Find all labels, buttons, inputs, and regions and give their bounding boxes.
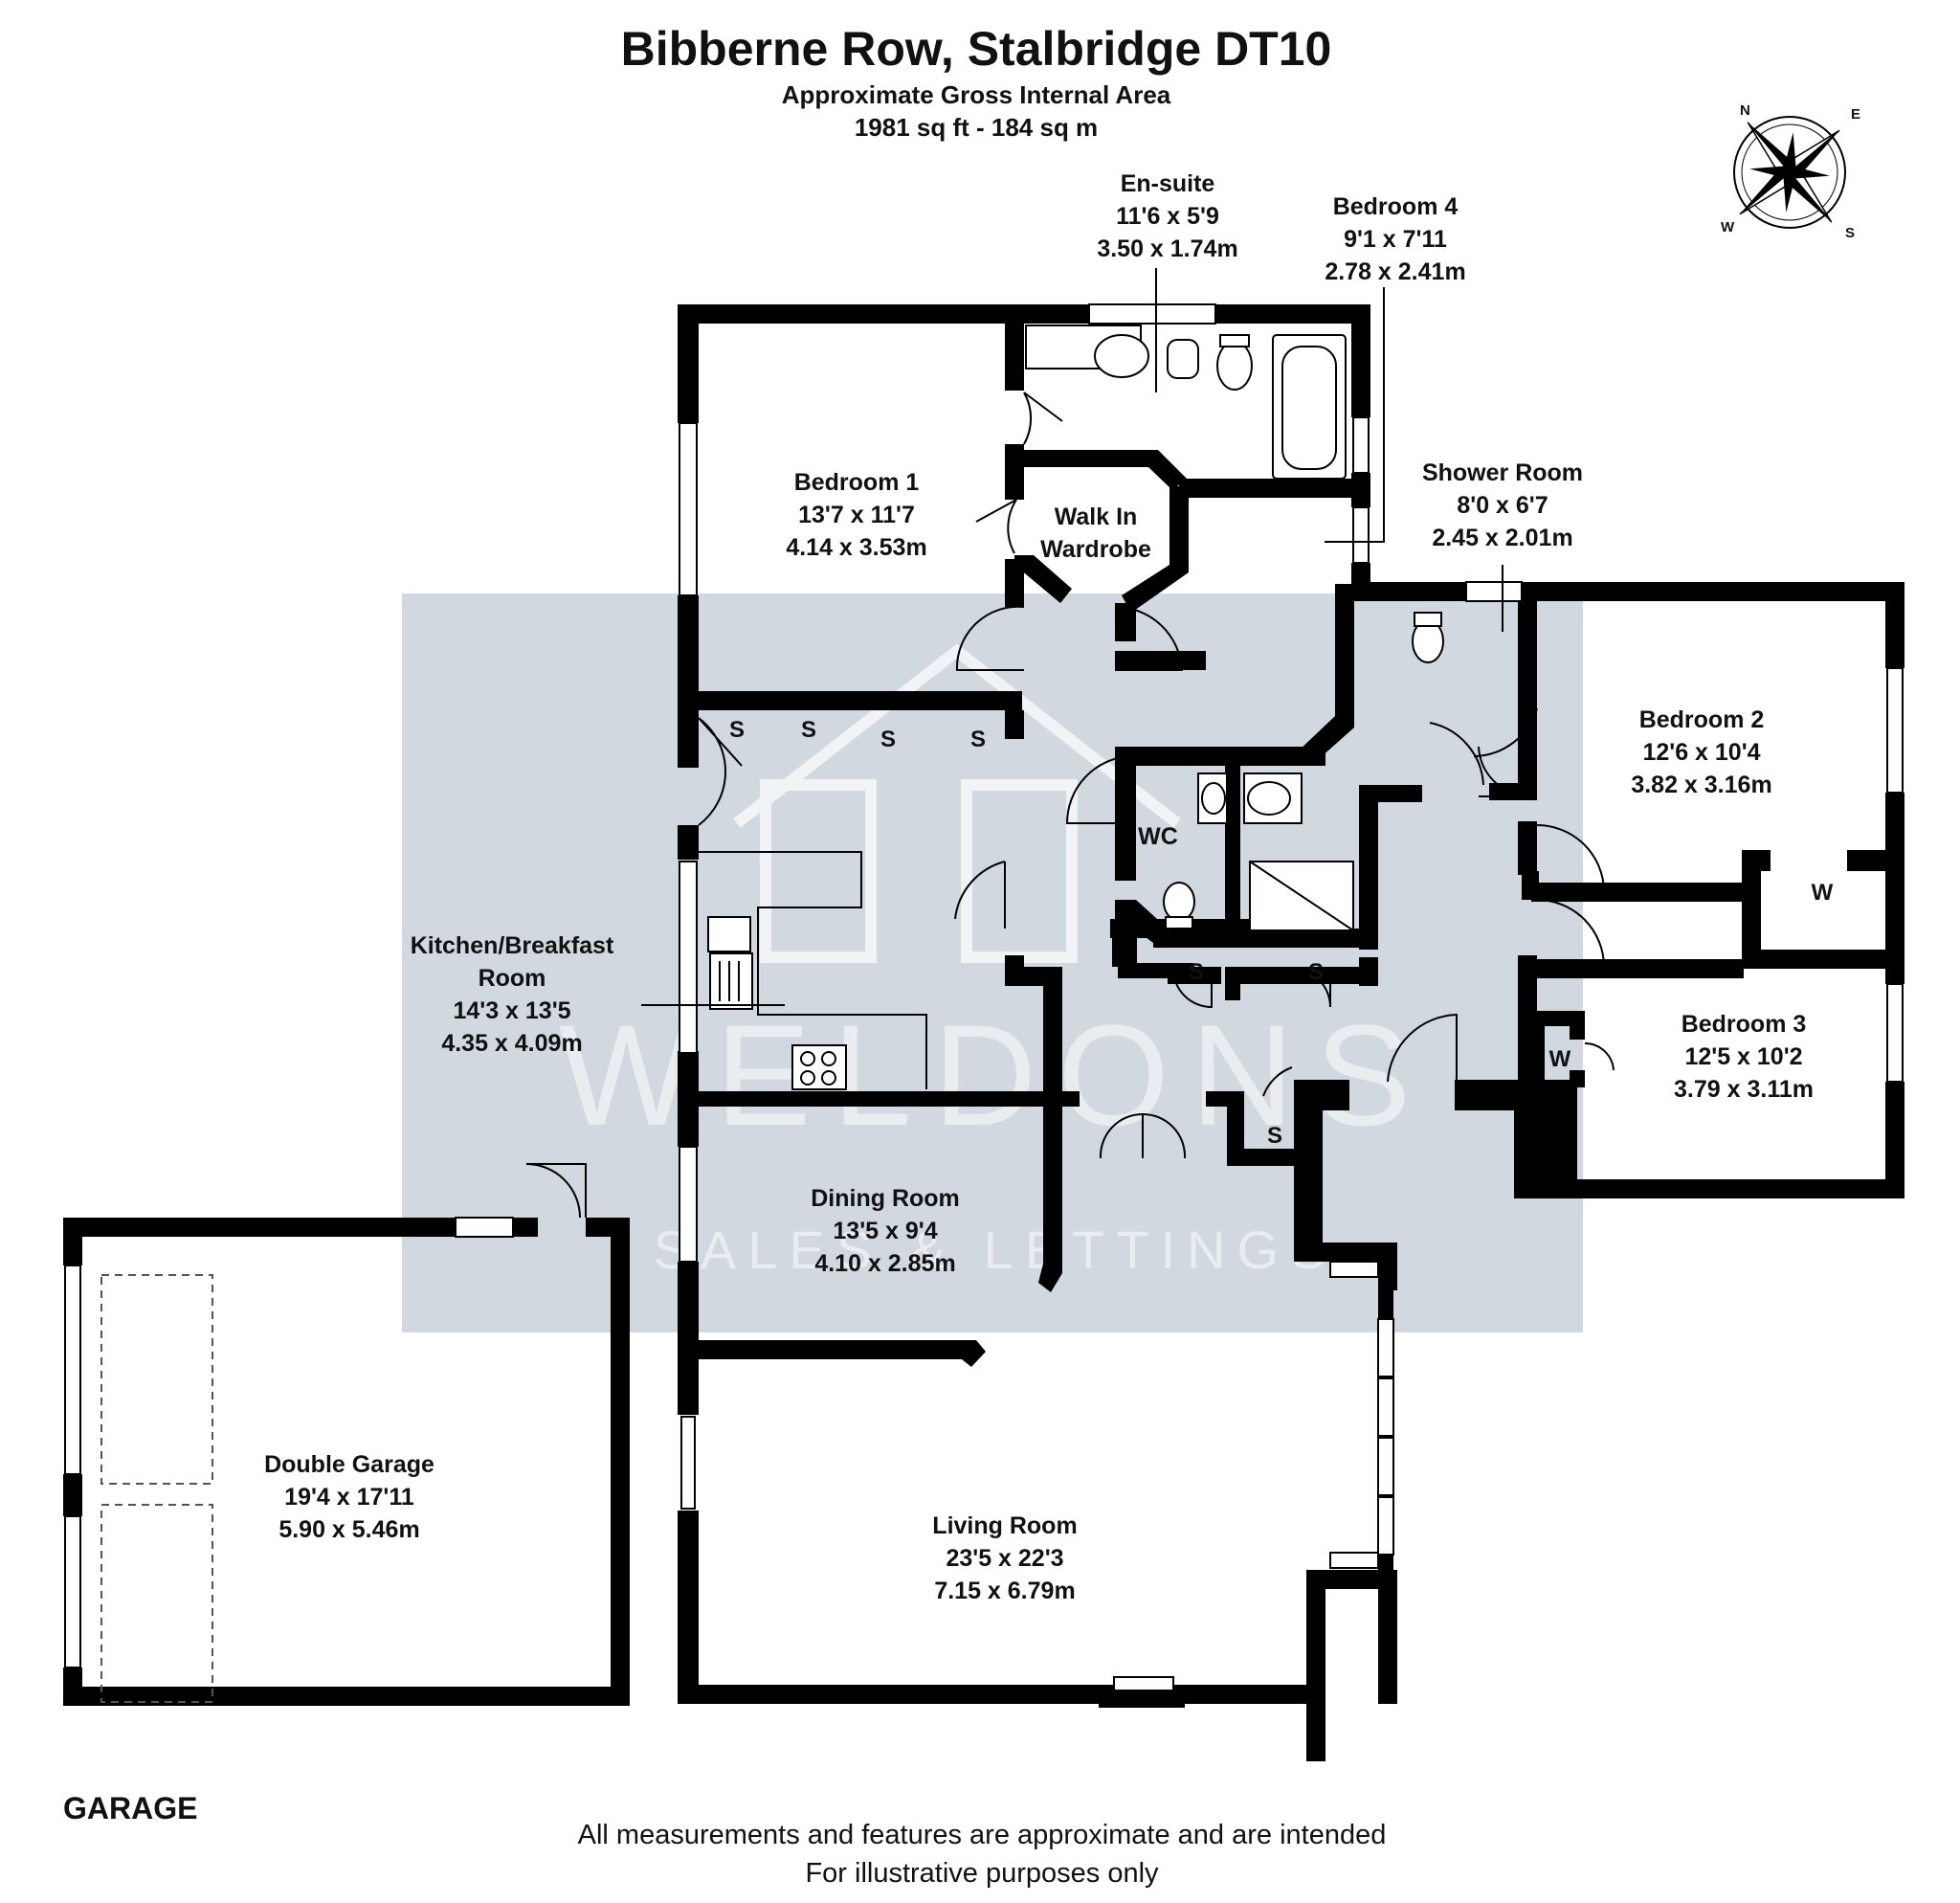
svg-text:4.35 x 4.09m: 4.35 x 4.09m: [441, 1030, 582, 1057]
room-label-wc: WC: [1138, 823, 1178, 850]
room-label-kitchen: Kitchen/Breakfast Room 14'3 x 13'5 4.35 …: [411, 932, 785, 1057]
store-2: S: [801, 717, 816, 743]
store-5: S: [1189, 959, 1204, 985]
svg-text:Bedroom 1: Bedroom 1: [794, 469, 920, 496]
svg-text:Wardrobe: Wardrobe: [1040, 536, 1151, 563]
svg-text:23'5 x 22'3: 23'5 x 22'3: [946, 1545, 1063, 1572]
storage-labels: S S S S S S S W W: [729, 717, 1834, 1149]
area-label: Approximate Gross Internal Area: [782, 80, 1171, 109]
svg-text:2.45 x 2.01m: 2.45 x 2.01m: [1432, 525, 1572, 551]
room-label-bedroom3: Bedroom 3 12'5 x 10'2 3.79 x 3.11m: [1674, 1011, 1814, 1103]
svg-text:8'0 x 6'7: 8'0 x 6'7: [1457, 492, 1548, 519]
svg-text:9'1 x 7'11: 9'1 x 7'11: [1344, 226, 1447, 253]
store-6: S: [1308, 959, 1324, 985]
svg-text:12'5 x 10'2: 12'5 x 10'2: [1684, 1043, 1802, 1070]
svg-text:Room: Room: [479, 965, 546, 992]
fireplace: [1113, 1676, 1174, 1691]
footer-disclaimer-2: For illustrative purposes only: [805, 1858, 1159, 1889]
svg-text:En-suite: En-suite: [1121, 170, 1215, 197]
watermark-brand: WELDONS: [559, 995, 1432, 1155]
walls: [63, 304, 1904, 1761]
svg-text:Walk In: Walk In: [1055, 504, 1138, 530]
kitchen-fittings: [699, 851, 927, 1090]
svg-text:4.14 x 3.53m: 4.14 x 3.53m: [786, 534, 926, 561]
doors: [525, 392, 1615, 1219]
watermark-tagline: SALES & LETTINGS: [654, 1220, 1338, 1280]
bathroom-fittings: [1025, 325, 1444, 931]
store-3: S: [880, 727, 896, 752]
svg-text:Bedroom 4: Bedroom 4: [1333, 193, 1459, 220]
garage-door-tracks: [100, 1274, 213, 1703]
svg-text:WC: WC: [1138, 823, 1178, 850]
svg-text:3.82 x 3.16m: 3.82 x 3.16m: [1631, 772, 1771, 798]
svg-text:11'6 x 5'9: 11'6 x 5'9: [1116, 203, 1219, 230]
room-label-bedroom4: Bedroom 4 9'1 x 7'11 2.78 x 2.41m: [1325, 193, 1466, 543]
room-label-dining: Dining Room 13'5 x 9'4 4.10 x 2.85m: [811, 1185, 960, 1277]
room-label-shower-room: Shower Room 8'0 x 6'7 2.45 x 2.01m: [1422, 459, 1583, 632]
svg-text:7.15 x 6.79m: 7.15 x 6.79m: [934, 1578, 1075, 1604]
svg-text:Double Garage: Double Garage: [264, 1451, 434, 1478]
store-4: S: [970, 727, 986, 752]
svg-text:19'4 x 17'11: 19'4 x 17'11: [284, 1484, 414, 1511]
svg-text:5.90 x 5.46m: 5.90 x 5.46m: [278, 1516, 419, 1543]
svg-text:Dining Room: Dining Room: [811, 1185, 960, 1212]
compass-w: W: [1721, 219, 1735, 235]
svg-text:3.50 x 1.74m: 3.50 x 1.74m: [1097, 235, 1237, 262]
svg-text:Bedroom 3: Bedroom 3: [1682, 1011, 1807, 1038]
svg-text:12'6 x 10'4: 12'6 x 10'4: [1642, 739, 1760, 766]
store-7: S: [1267, 1123, 1282, 1149]
compass-rose-icon: N E S W: [1721, 102, 1860, 241]
wardrobe-2: W: [1549, 1046, 1571, 1072]
section-label-garage: GARAGE: [63, 1791, 197, 1825]
svg-text:13'7 x 11'7: 13'7 x 11'7: [798, 502, 915, 528]
windows: [64, 303, 1904, 1668]
room-label-ensuite: En-suite 11'6 x 5'9 3.50 x 1.74m: [1097, 170, 1238, 392]
room-label-bedroom1: Bedroom 1 13'7 x 11'7 4.14 x 3.53m: [786, 469, 926, 561]
compass-n: N: [1740, 102, 1750, 119]
page-title: Bibberne Row, Stalbridge DT10: [621, 22, 1332, 76]
area-value: 1981 sq ft - 184 sq m: [855, 113, 1098, 142]
svg-text:Bedroom 2: Bedroom 2: [1639, 706, 1765, 733]
svg-text:2.78 x 2.41m: 2.78 x 2.41m: [1325, 258, 1465, 285]
svg-text:13'5 x 9'4: 13'5 x 9'4: [833, 1218, 937, 1244]
compass-s: S: [1845, 225, 1855, 241]
room-label-bedroom2: Bedroom 2 12'6 x 10'4 3.82 x 3.16m: [1631, 706, 1771, 798]
svg-text:4.10 x 2.85m: 4.10 x 2.85m: [814, 1250, 955, 1277]
wardrobe-1: W: [1812, 880, 1834, 906]
footer-disclaimer-1: All measurements and features are approx…: [578, 1820, 1387, 1850]
compass-e: E: [1851, 106, 1860, 123]
svg-text:Shower Room: Shower Room: [1422, 459, 1583, 486]
svg-text:Living Room: Living Room: [932, 1512, 1077, 1539]
svg-text:14'3 x 13'5: 14'3 x 13'5: [453, 997, 570, 1024]
room-label-walkin-wardrobe: Walk In Wardrobe: [1040, 504, 1151, 563]
room-label-garage: Double Garage 19'4 x 17'11 5.90 x 5.46m: [264, 1451, 434, 1543]
svg-text:Kitchen/Breakfast: Kitchen/Breakfast: [411, 932, 614, 959]
svg-text:3.79 x 3.11m: 3.79 x 3.11m: [1674, 1076, 1814, 1103]
store-1: S: [729, 717, 745, 743]
room-label-living: Living Room 23'5 x 22'3 7.15 x 6.79m: [932, 1512, 1077, 1604]
